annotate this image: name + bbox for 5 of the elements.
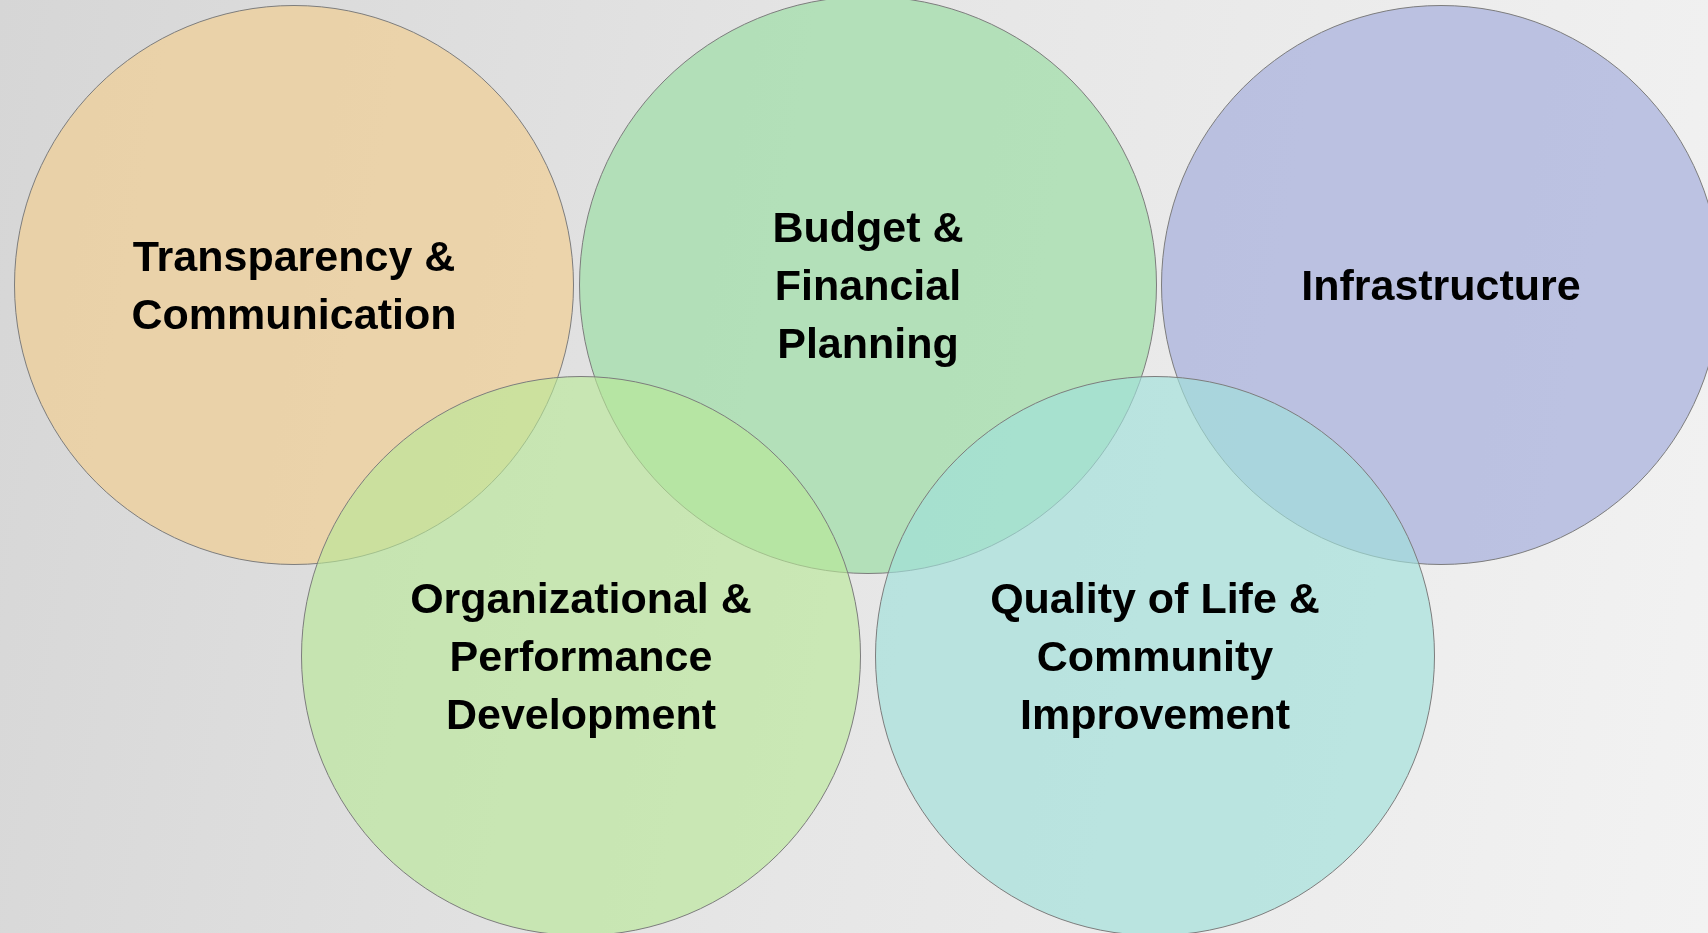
circle-label: Budget & Financial Planning xyxy=(771,201,965,369)
circle-label: Quality of Life & Community Improvement xyxy=(989,572,1321,740)
circle-label: Infrastructure xyxy=(1300,259,1582,311)
circle-label: Organizational & Performance Development xyxy=(409,572,753,740)
circle-label: Transparency & Communication xyxy=(130,230,458,340)
